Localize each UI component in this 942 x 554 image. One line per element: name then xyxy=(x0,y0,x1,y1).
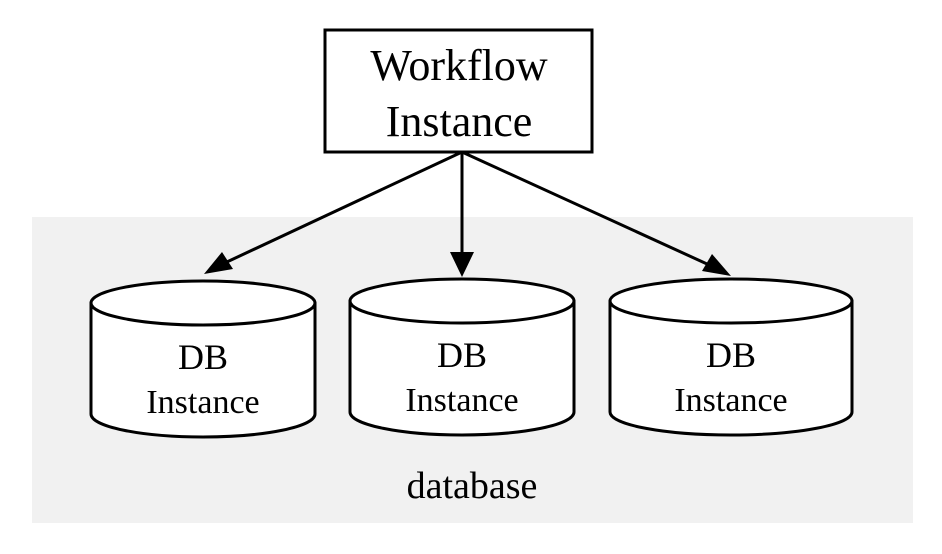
workflow-instance-node[interactable]: Workflow Instance xyxy=(323,28,594,154)
workflow-instance-box xyxy=(323,28,594,154)
db-instance-1-body xyxy=(89,301,317,439)
db-instance-3-label-line1: DB xyxy=(706,335,756,375)
db-instance-1-top xyxy=(89,279,317,327)
db-instance-2-top xyxy=(348,277,576,325)
database-group-label: database xyxy=(407,465,538,507)
db-instance-1-node[interactable]: DB Instance xyxy=(89,279,317,439)
edge-workflow-to-db-3[interactable] xyxy=(461,150,731,276)
db-instance-3-label-line2: Instance xyxy=(674,382,787,419)
edge-workflow-to-db-1[interactable] xyxy=(204,150,463,274)
db-instance-1-label-line2: Instance xyxy=(146,384,259,421)
workflow-instance-label-line2: Instance xyxy=(386,97,533,146)
db-instance-1-label-line1: DB xyxy=(178,337,228,377)
db-instance-2-label-line2: Instance xyxy=(405,382,518,419)
edge-workflow-to-db-3-line xyxy=(461,150,719,271)
db-instance-2-body xyxy=(348,299,576,437)
workflow-instance-label-line1: Workflow xyxy=(370,41,548,90)
db-instance-3-node[interactable]: DB Instance xyxy=(608,277,854,437)
edge-workflow-to-db-1-line xyxy=(213,150,463,270)
db-instance-2-label-line1: DB xyxy=(437,335,487,375)
edge-workflow-to-db-1-arrowhead xyxy=(204,252,233,274)
db-instance-3-body xyxy=(608,299,854,437)
edge-workflow-to-db-3-arrowhead xyxy=(702,254,731,276)
edge-workflow-to-db-2-arrowhead xyxy=(450,252,474,277)
db-instance-3-top xyxy=(608,277,854,325)
edge-workflow-to-db-2[interactable] xyxy=(450,152,474,277)
db-instance-2-node[interactable]: DB Instance xyxy=(348,277,576,437)
